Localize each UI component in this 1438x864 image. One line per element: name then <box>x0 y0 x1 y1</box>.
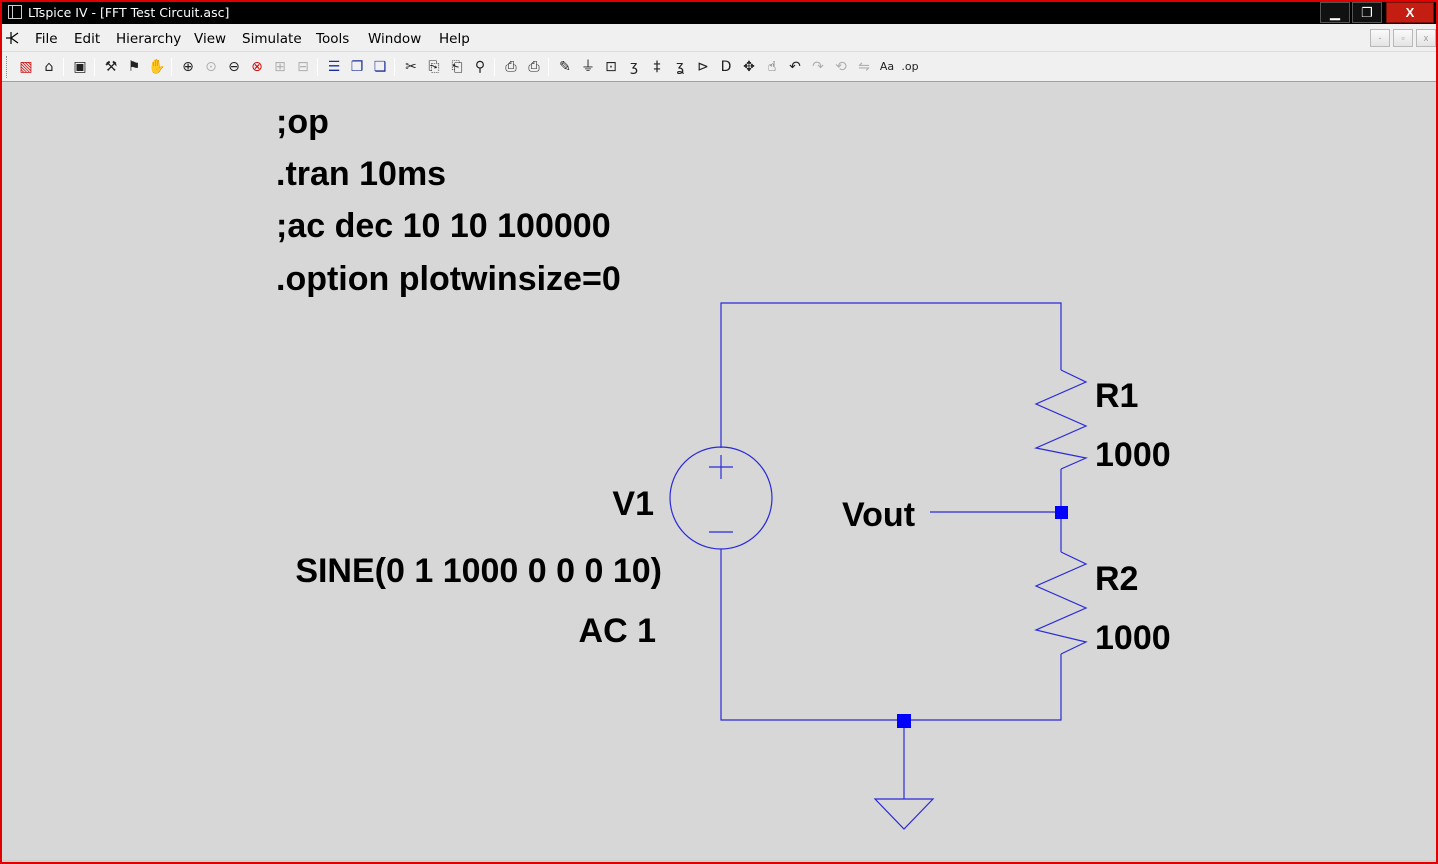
menu-window[interactable]: Window <box>368 31 422 47</box>
menu-tools[interactable]: Tools <box>316 31 350 47</box>
close-button[interactable]: X <box>1386 2 1434 23</box>
menu-file[interactable]: File <box>35 31 58 47</box>
zoom-in-icon[interactable]: ⊕ <box>182 59 194 75</box>
mdi-restore-button[interactable]: ▫ <box>1393 29 1413 47</box>
menu-bar: File Edit Hierarchy View Simulate Tools … <box>2 24 1436 52</box>
redo-icon[interactable]: ↷ <box>812 59 824 75</box>
menu-help[interactable]: Help <box>439 31 470 47</box>
ltspice-app-icon[interactable] <box>8 5 22 19</box>
wire-top <box>720 302 1062 448</box>
inductor-icon[interactable]: ʓ <box>675 59 685 75</box>
control-panel-icon[interactable]: ⚒ <box>104 59 118 75</box>
resistor-r1[interactable] <box>1034 369 1088 470</box>
v1-label[interactable]: V1 <box>612 485 654 523</box>
pan-icon[interactable]: ⊙ <box>205 59 217 75</box>
halt-icon[interactable]: ✋ <box>148 59 166 75</box>
text-icon[interactable]: Aa <box>879 60 895 73</box>
mdi-minimize-button[interactable]: - <box>1370 29 1390 47</box>
menu-simulate[interactable]: Simulate <box>242 31 302 47</box>
zoom-fit-icon[interactable]: ⊗ <box>251 59 263 75</box>
spice-directive-ac[interactable]: ;ac dec 10 10 100000 <box>276 207 611 245</box>
schematic-canvas[interactable]: ;op .tran 10ms ;ac dec 10 10 100000 .opt… <box>2 83 1436 862</box>
spice-directive-op[interactable]: ;op <box>276 103 329 141</box>
wires[interactable] <box>720 302 1062 799</box>
spice-directive-icon[interactable]: .op <box>901 60 919 73</box>
autorange-icon[interactable]: ⊞ <box>274 59 286 75</box>
draw-wire-icon[interactable]: ✎ <box>559 59 571 75</box>
junction-ground[interactable] <box>897 714 911 728</box>
cascade-icon[interactable]: ❐ <box>350 59 364 75</box>
wire-bottom <box>720 549 1062 721</box>
drag-icon[interactable]: ☝ <box>767 59 777 75</box>
r2-value[interactable]: 1000 <box>1095 619 1171 657</box>
toolbar-separator <box>548 58 549 76</box>
net-label-vout[interactable]: Vout <box>842 496 915 534</box>
resistor-icon[interactable]: ʒ <box>629 59 639 75</box>
menu-edit[interactable]: Edit <box>74 31 101 47</box>
maximize-button[interactable]: ❐ <box>1352 2 1382 23</box>
toolbar-separator <box>63 58 64 76</box>
v1-symbol-circle <box>669 446 773 550</box>
schematic-document-icon[interactable] <box>4 29 22 47</box>
toolbar-separator <box>94 58 95 76</box>
tile-vertical-icon[interactable]: ☰ <box>327 59 341 75</box>
ground-symbol[interactable] <box>873 798 935 830</box>
toolbar-separator <box>171 58 172 76</box>
run-icon[interactable]: ⚑ <box>127 59 141 75</box>
ground-icon[interactable]: ⏚ <box>581 59 595 75</box>
print-icon[interactable]: ⎙ <box>528 59 540 75</box>
print-preview-icon[interactable]: ⎙ <box>505 59 517 75</box>
minimize-button[interactable]: ▁ <box>1320 2 1350 23</box>
r2-label[interactable]: R2 <box>1095 560 1138 598</box>
open-icon[interactable]: ⌂ <box>44 59 54 75</box>
mirror-icon[interactable]: ⇋ <box>858 59 870 75</box>
r1-value[interactable]: 1000 <box>1095 436 1171 474</box>
v1-value[interactable]: SINE(0 1 1000 0 0 0 10) <box>295 552 662 590</box>
junction-vout[interactable] <box>1055 506 1068 519</box>
cut-icon[interactable]: ✂ <box>405 59 417 75</box>
diode-icon[interactable]: ⊳ <box>697 59 709 75</box>
mdi-close-button[interactable]: x <box>1416 29 1436 47</box>
undo-icon[interactable]: ↶ <box>789 59 801 75</box>
move-icon[interactable]: ✥ <box>743 59 755 75</box>
resistor-r2[interactable] <box>1034 551 1088 655</box>
copy-icon[interactable]: ⎘ <box>428 59 440 75</box>
toolbar-grip[interactable] <box>6 56 9 78</box>
new-schematic-icon[interactable]: ▧ <box>19 59 33 75</box>
toolbar-separator <box>394 58 395 76</box>
spice-directive-option[interactable]: .option plotwinsize=0 <box>276 260 621 298</box>
zoom-out-icon[interactable]: ⊖ <box>228 59 240 75</box>
toolbar-separator <box>494 58 495 76</box>
title-bar[interactable]: LTspice IV - [FFT Test Circuit.asc] ▁ ❐ … <box>2 2 1436 24</box>
component-icon[interactable]: D <box>720 59 732 75</box>
capacitor-icon[interactable]: ‡ <box>653 59 661 75</box>
voltage-source-v1[interactable] <box>669 446 773 550</box>
toolbar: ▧ ⌂ ▣ ⚒ ⚑ ✋ ⊕ ⊙ ⊖ ⊗ ⊞ ⊟ ☰ ❐ ❏ ✂ ⎘ ⎗ ⚲ ⎙ ⎙ ✎ ⏚ ⊡ ʒ ‡ ʓ ⊳ D ✥ ☝ ↶ ↷ ⟲ ⇋ Aa .op <box>2 52 1436 82</box>
menu-hierarchy[interactable]: Hierarchy <box>116 31 182 47</box>
paste-icon[interactable]: ⎗ <box>451 59 463 75</box>
schematic-drawing[interactable]: ;op .tran 10ms ;ac dec 10 10 100000 .opt… <box>2 83 1436 862</box>
save-icon[interactable]: ▣ <box>73 59 87 75</box>
r1-label[interactable]: R1 <box>1095 377 1138 415</box>
menu-view[interactable]: View <box>194 31 227 47</box>
status-strip <box>2 860 1436 862</box>
close-window-icon[interactable]: ❏ <box>373 59 387 75</box>
find-icon[interactable]: ⚲ <box>474 59 486 75</box>
toolbar-separator <box>317 58 318 76</box>
label-net-icon[interactable]: ⊡ <box>605 59 617 75</box>
window-title: LTspice IV - [FFT Test Circuit.asc] <box>28 5 230 20</box>
spice-directive-tran[interactable]: .tran 10ms <box>276 155 446 193</box>
v1-ac-value[interactable]: AC 1 <box>579 612 656 650</box>
pick-visible-traces-icon[interactable]: ⊟ <box>297 59 309 75</box>
rotate-icon[interactable]: ⟲ <box>835 59 847 75</box>
